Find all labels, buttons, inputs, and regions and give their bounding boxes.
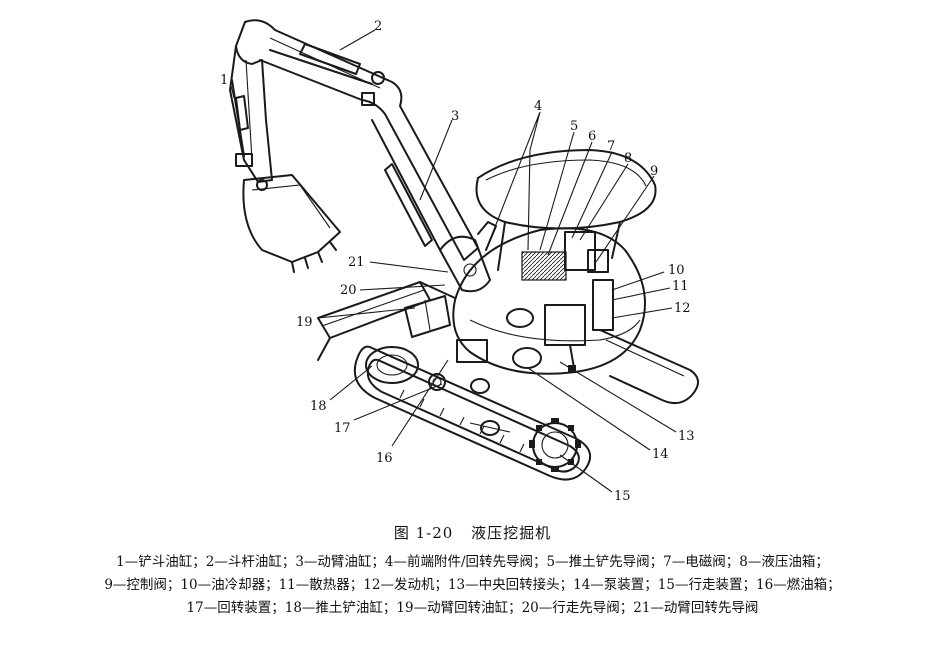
callout-15: 15 xyxy=(614,489,631,504)
track-assembly xyxy=(353,329,699,481)
callout-14: 14 xyxy=(652,447,669,462)
excavator-diagram: 1 2 3 4 5 6 7 8 9 10 11 12 13 14 15 16 1… xyxy=(220,19,699,504)
callout-3: 3 xyxy=(451,109,459,124)
callout-18: 18 xyxy=(310,399,327,414)
callout-13: 13 xyxy=(678,429,695,444)
figure-title-text: 液压挖掘机 xyxy=(471,524,552,542)
callout-6: 6 xyxy=(588,129,596,144)
callout-12: 12 xyxy=(674,301,691,316)
callout-7: 7 xyxy=(607,139,615,154)
callout-20: 20 xyxy=(340,283,357,298)
bucket xyxy=(242,174,341,273)
callout-2: 2 xyxy=(374,19,382,34)
callout-8: 8 xyxy=(624,151,632,166)
figure-caption: 图 1-20 液压挖掘机 1—铲斗油缸；2—斗杆油缸；3—动臂油缸；4—前端附件… xyxy=(0,522,945,620)
callout-9: 9 xyxy=(650,164,658,179)
leader-lines xyxy=(230,29,677,493)
figure-number: 图 1-20 xyxy=(393,524,454,542)
legend-line-2: 9—控制阀；10—油冷却器；11—散热器；12—发动机；13—中央回转接头；14… xyxy=(104,577,841,593)
boom xyxy=(235,19,497,293)
callout-11: 11 xyxy=(672,279,689,294)
callout-1: 1 xyxy=(220,73,228,88)
excavator-drawing: 1 2 3 4 5 6 7 8 9 10 11 12 13 14 15 16 1… xyxy=(220,19,699,504)
callout-17: 17 xyxy=(334,421,351,436)
callout-19: 19 xyxy=(296,315,313,330)
figure-title: 图 1-20 液压挖掘机 xyxy=(0,522,945,543)
legend-line-1: 1—铲斗油缸；2—斗杆油缸；3—动臂油缸；4—前端附件/回转先导阀；5—推土铲先… xyxy=(116,554,829,570)
callout-labels: 1 2 3 4 5 6 7 8 9 10 11 12 13 14 15 16 1… xyxy=(220,19,695,504)
callout-4: 4 xyxy=(534,99,542,114)
callout-16: 16 xyxy=(376,451,393,466)
callout-5: 5 xyxy=(570,119,578,134)
callout-10: 10 xyxy=(668,263,685,278)
arm xyxy=(229,45,273,183)
legend-line-3: 17—回转装置；18—推土铲油缸；19—动臂回转油缸；20—行走先导阀；21—动… xyxy=(186,600,759,616)
upper-structure xyxy=(404,149,657,391)
callout-21: 21 xyxy=(348,255,365,270)
